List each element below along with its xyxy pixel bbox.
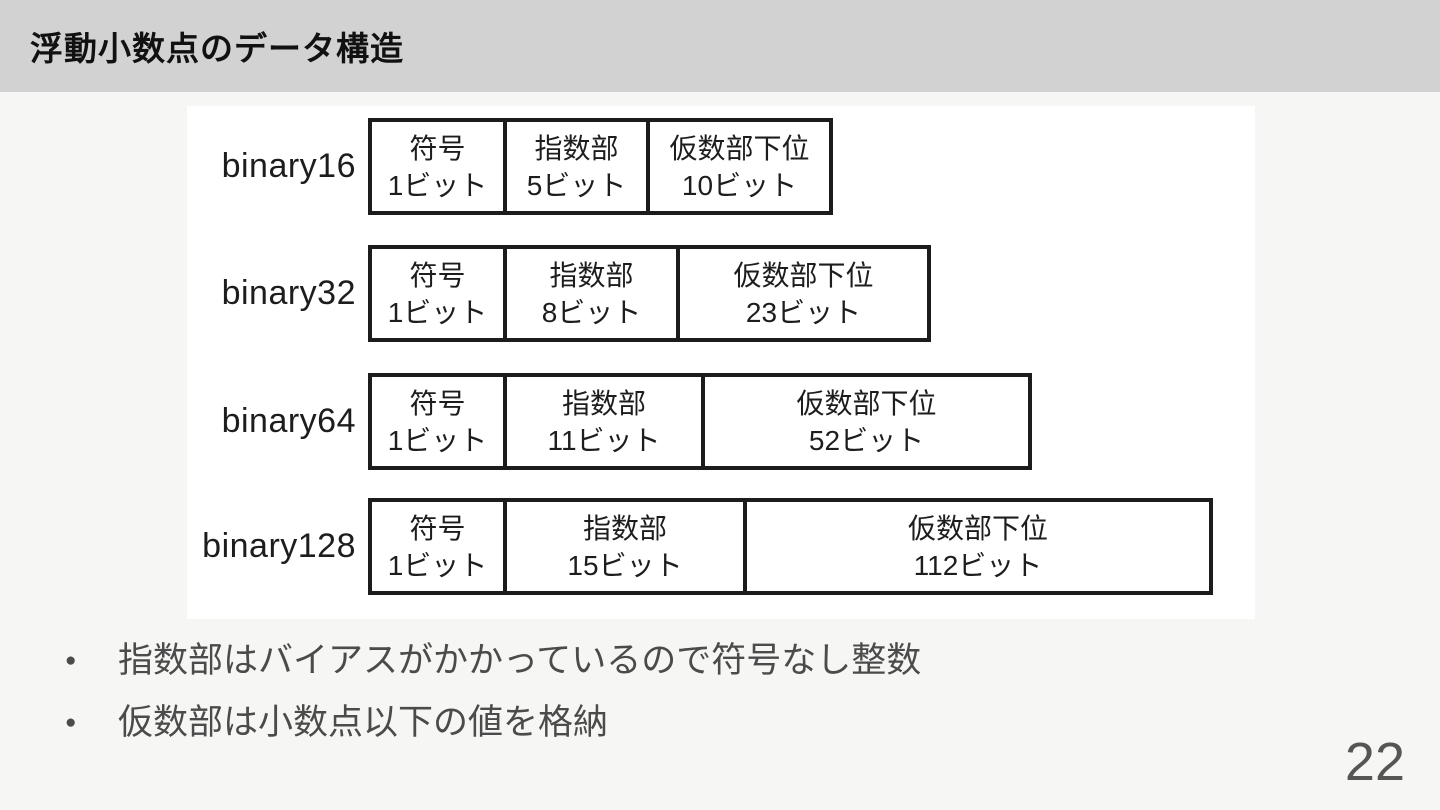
bit-field-mantissa: 仮数部下位 10ビット xyxy=(646,122,829,211)
slide-title-bar: 浮動小数点のデータ構造 xyxy=(0,0,1440,92)
field-bits: 1ビット xyxy=(387,296,488,328)
field-name: 仮数部下位 xyxy=(669,132,810,164)
bullet-list: ● 指数部はバイアスがかかっているので符号なし整数 ● 仮数部は小数点以下の値を… xyxy=(57,640,1257,744)
field-bits: 11ビット xyxy=(547,424,661,456)
bit-layout-box: 符号 1ビット 指数部 5ビット 仮数部下位 10ビット xyxy=(368,118,833,215)
bullet-icon: ● xyxy=(65,712,77,733)
field-bits: 5ビット xyxy=(526,169,627,201)
field-name: 符号 xyxy=(409,132,466,164)
field-bits: 52ビット xyxy=(808,424,925,456)
bit-layout-box: 符号 1ビット 指数部 15ビット 仮数部下位 112ビット xyxy=(368,498,1213,595)
bullet-text: 仮数部は小数点以下の値を格納 xyxy=(118,703,609,742)
bit-layout-box: 符号 1ビット 指数部 11ビット 仮数部下位 52ビット xyxy=(368,373,1032,470)
format-label: binary128 xyxy=(202,527,356,565)
field-name: 符号 xyxy=(409,512,466,544)
bit-field-sign: 符号 1ビット xyxy=(372,377,503,466)
format-row-binary128: binary128 符号 1ビット 指数部 15ビット 仮数部下位 112ビット xyxy=(187,498,1255,595)
bit-field-exponent: 指数部 11ビット xyxy=(503,377,701,466)
bullet-icon: ● xyxy=(65,650,77,671)
format-row-binary16: binary16 符号 1ビット 指数部 5ビット 仮数部下位 10ビット xyxy=(187,118,1255,215)
slide-page-number: 22 xyxy=(1344,732,1405,792)
field-name: 指数部 xyxy=(549,259,634,291)
format-row-binary64: binary64 符号 1ビット 指数部 11ビット 仮数部下位 52ビット xyxy=(187,373,1255,470)
list-item: ● 指数部はバイアスがかかっているので符号なし整数 xyxy=(57,640,1257,682)
bit-field-exponent: 指数部 5ビット xyxy=(503,122,646,211)
field-name: 仮数部下位 xyxy=(907,512,1048,544)
bit-field-mantissa: 仮数部下位 23ビット xyxy=(676,249,927,338)
field-name: 符号 xyxy=(409,259,466,291)
field-bits: 112ビット xyxy=(913,549,1043,581)
field-name: 指数部 xyxy=(561,387,646,419)
field-name: 指数部 xyxy=(582,512,667,544)
field-bits: 15ビット xyxy=(567,549,683,581)
field-bits: 1ビット xyxy=(387,424,488,456)
bit-field-sign: 符号 1ビット xyxy=(372,502,503,591)
format-row-binary32: binary32 符号 1ビット 指数部 8ビット 仮数部下位 23ビット xyxy=(187,245,1255,342)
bit-layout-box: 符号 1ビット 指数部 8ビット 仮数部下位 23ビット xyxy=(368,245,931,342)
format-label: binary16 xyxy=(221,147,356,185)
field-name: 仮数部下位 xyxy=(733,259,874,291)
bit-field-sign: 符号 1ビット xyxy=(372,249,503,338)
field-bits: 8ビット xyxy=(541,296,642,328)
field-bits: 1ビット xyxy=(387,549,488,581)
float-format-figure: binary16 符号 1ビット 指数部 5ビット 仮数部下位 10ビット bi… xyxy=(187,106,1255,619)
format-label: binary32 xyxy=(221,274,356,312)
bit-field-exponent: 指数部 15ビット xyxy=(503,502,743,591)
list-item: ● 仮数部は小数点以下の値を格納 xyxy=(57,702,1257,744)
field-bits: 23ビット xyxy=(745,296,862,328)
field-bits: 1ビット xyxy=(387,169,488,201)
bit-field-mantissa: 仮数部下位 52ビット xyxy=(701,377,1028,466)
bullet-text: 指数部はバイアスがかかっているので符号なし整数 xyxy=(118,641,922,680)
field-name: 仮数部下位 xyxy=(796,387,937,419)
field-bits: 10ビット xyxy=(681,169,798,201)
format-label: binary64 xyxy=(221,402,356,440)
field-name: 指数部 xyxy=(534,132,619,164)
page-title: 浮動小数点のデータ構造 xyxy=(30,30,404,67)
field-name: 符号 xyxy=(409,387,466,419)
bit-field-exponent: 指数部 8ビット xyxy=(503,249,676,338)
bit-field-sign: 符号 1ビット xyxy=(372,122,503,211)
bit-field-mantissa: 仮数部下位 112ビット xyxy=(743,502,1209,591)
